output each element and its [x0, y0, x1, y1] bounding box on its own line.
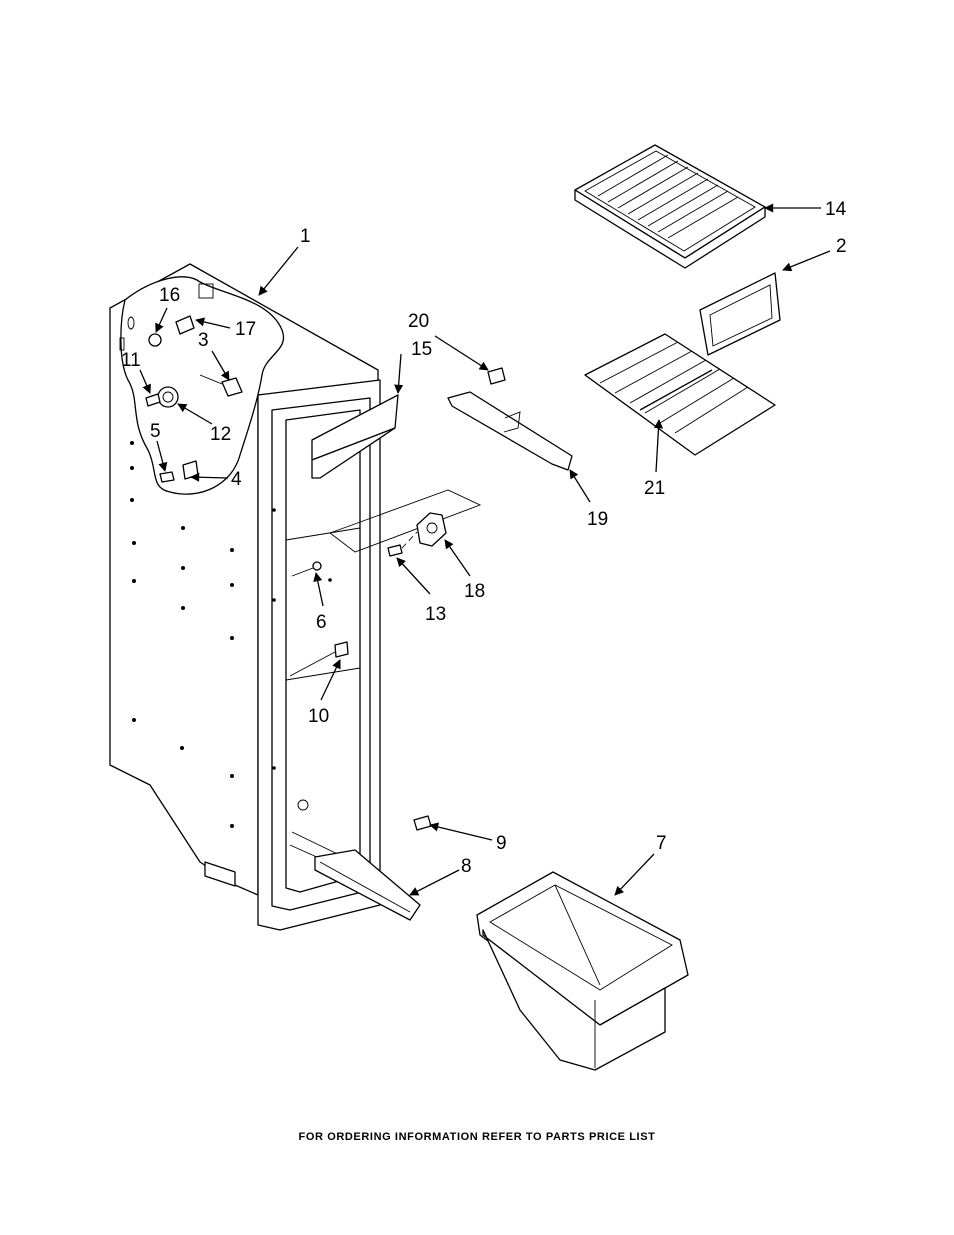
callout-1: 1 [300, 226, 311, 247]
callout-17: 17 [235, 319, 256, 340]
ordering-info-note: FOR ORDERING INFORMATION REFER TO PARTS … [298, 1131, 656, 1143]
callout-14: 14 [825, 199, 847, 220]
front-cover [314, 815, 432, 921]
callout-2: 2 [836, 236, 847, 257]
callout-13: 13 [425, 604, 446, 625]
callout-9: 9 [496, 833, 507, 854]
mount-plate [329, 489, 482, 557]
callout-15: 15 [411, 339, 432, 360]
callout-10: 10 [308, 706, 329, 727]
shelf-front [699, 272, 781, 356]
callout-16: 16 [159, 285, 180, 306]
glass-shelf [574, 144, 766, 269]
shelf-track [447, 367, 573, 471]
callout-7: 7 [656, 833, 667, 854]
storage-bin [476, 871, 689, 1071]
callout-18: 18 [464, 581, 485, 602]
callout-19: 19 [587, 509, 608, 530]
callout-6: 6 [316, 612, 327, 633]
callout-11: 11 [121, 350, 141, 371]
callout-8: 8 [461, 856, 472, 877]
callout-5: 5 [150, 421, 161, 442]
control-box [311, 394, 399, 479]
callout-labels: 1 2 3 4 5 6 7 8 9 10 11 12 13 14 15 16 1… [121, 199, 847, 877]
freezer-liner [109, 263, 381, 931]
callout-21: 21 [644, 478, 665, 499]
wire-shelf [584, 333, 776, 456]
callout-3: 3 [198, 330, 209, 351]
callout-20: 20 [408, 311, 429, 332]
leader-lines [139, 203, 831, 896]
light-socket-parts [145, 315, 243, 483]
callout-4: 4 [231, 469, 242, 490]
damper-and-sensor [289, 561, 349, 677]
callout-12: 12 [210, 424, 231, 445]
